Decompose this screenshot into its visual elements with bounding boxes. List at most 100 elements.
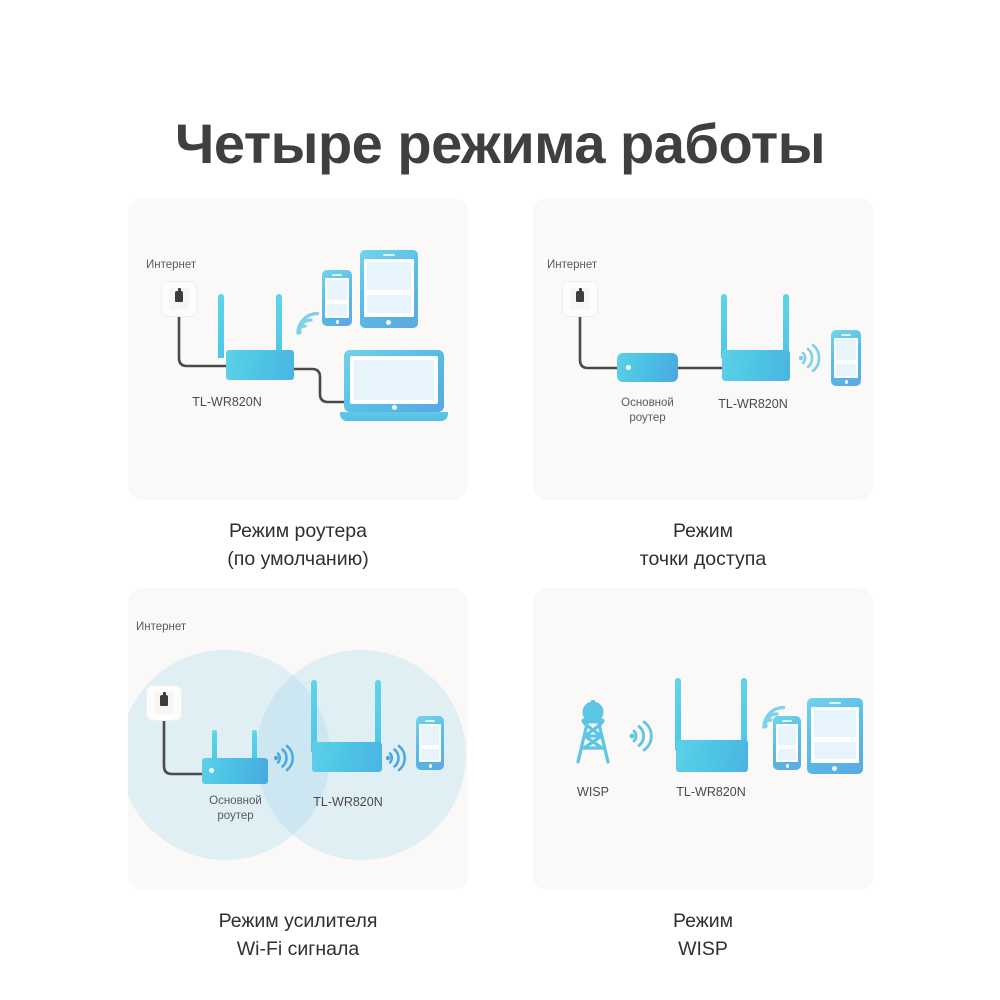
router-body [312,742,382,772]
cable-paths [578,308,724,370]
laptop-lid [344,350,444,412]
laptop-screen [350,356,438,404]
router-tlwr820n [198,294,298,380]
tablet-home-button [832,766,837,771]
caption-line: Режим усилителя [218,910,378,932]
client-laptop [340,350,452,425]
client-tablet [360,250,418,328]
router-tlwr820n [669,678,759,788]
router-tlwr820n [304,680,392,790]
ethernet-plug-icon [160,692,168,706]
screen-block [327,280,347,300]
screen-block [778,726,796,745]
label-upstream-router: Основной роутер [590,396,705,426]
screen-block [354,360,434,400]
wifi-signal-icon [386,744,408,772]
caption-router-mode: Режим роутера (по умолчанию) [128,518,468,573]
label-upstream-router: Основной роутер [178,794,293,824]
diagram-range-extender-mode: Интернет Основной роутер [128,588,468,890]
router-body [722,350,790,381]
ethernet-plug-icon [576,288,584,302]
label-internet: Интернет [547,259,598,271]
caption-line: Режим [672,520,734,542]
phone-home-button [844,380,848,384]
client-phone [773,716,801,770]
router-body [676,740,748,772]
label-router-model: TL-WR820N [313,795,383,809]
phone-screen [834,338,858,378]
phone-speaker [425,719,435,722]
mode-card-router: Интернет TL-WR820N [128,198,468,573]
label-internet: Интернет [136,621,187,633]
mode-panel-access-point: Интернет Основной роутер [533,198,873,500]
diagram-router-mode: Интернет TL-WR820N [128,198,468,500]
mode-panel-router: Интернет TL-WR820N [128,198,468,500]
phone-home-button [428,764,432,768]
mode-panel-wisp: WISP [533,588,873,890]
router-body [226,350,294,380]
phone-speaker [841,333,851,336]
tablet-home-button [386,320,391,325]
antenna-right-icon [276,294,282,358]
caption-line: WISP [678,937,728,960]
caption-line: (по умолчанию) [227,547,369,570]
tablet-screen [364,259,414,317]
antenna-left-icon [675,678,681,750]
screen-block [778,749,796,760]
screen-block [814,710,856,737]
phone-speaker [332,273,342,276]
caption-line: Wi-Fi сигнала [236,937,360,960]
screen-block [836,364,856,376]
caption-line: Режим роутера [228,520,367,542]
wifi-signal-icon [274,744,296,772]
client-phone [322,270,352,326]
phone-speaker [782,719,792,722]
laptop-camera-dot [391,405,397,410]
label-line: Основной [621,397,674,409]
screen-block [367,295,411,313]
antenna-left-icon [311,680,317,752]
antenna-right-icon [375,680,381,752]
antenna-left-icon [218,294,224,358]
screen-block [836,340,856,360]
tablet-screen [811,707,859,763]
phone-home-button [335,320,339,324]
caption-access-point-mode: Режим точки доступа [533,518,873,573]
caption-line: точки доступа [639,547,767,570]
ethernet-plug-icon [175,288,183,302]
wisp-tower-icon [565,700,621,770]
screen-block [421,749,439,760]
screen-block [327,304,347,316]
caption-range-extender-mode: Режим усилителя Wi-Fi сигнала [128,908,468,963]
screen-block [367,262,411,290]
cable-paths [162,716,206,776]
client-phone [831,330,861,386]
screen-block [814,742,856,759]
modes-grid: Интернет TL-WR820N [128,198,873,988]
label-line: роутер [217,809,254,822]
antenna-right-icon [252,730,257,762]
label-line: Основной [209,795,262,807]
label-wisp: WISP [577,785,609,799]
upstream-router [202,730,268,788]
antenna-right-icon [741,678,747,750]
page-title: Четыре режима работы [174,111,826,175]
label-line: роутер [629,411,666,424]
wifi-signal-icon [761,700,791,730]
diagram-wisp-mode: WISP [533,588,873,890]
wifi-signal-icon [295,306,325,336]
client-tablet [807,698,863,774]
phone-screen [419,724,441,762]
wall-socket-icon [162,282,196,316]
mode-card-wisp: WISP [533,588,873,963]
antenna-right-icon [783,294,789,358]
tablet-speaker [829,701,841,704]
wifi-signal-icon [799,343,823,373]
antenna-left-icon [721,294,727,358]
label-internet: Интернет [146,259,197,271]
mode-panel-range-extender: Интернет Основной роутер [128,588,468,890]
tablet-speaker [383,253,395,256]
phone-home-button [785,764,789,768]
label-router-model: TL-WR820N [192,395,262,409]
